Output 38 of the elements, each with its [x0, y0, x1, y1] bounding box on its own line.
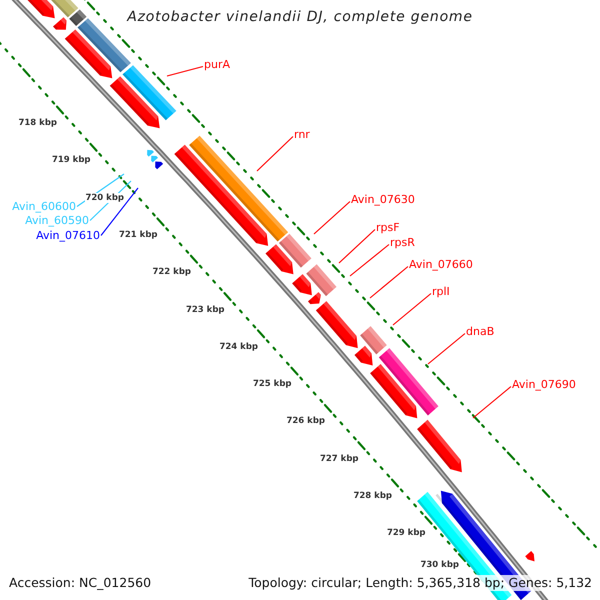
scale-label: 719 kbp: [52, 155, 90, 166]
scale-label: 718 kbp: [18, 118, 57, 128]
gene-label: Avin_07690: [512, 378, 576, 391]
scale-label: 726 kbp: [286, 416, 325, 426]
genome-summary-text: Topology: circular; Length: 5,365,318 bp; Genes: 5,132: [246, 575, 594, 591]
leader-line: [166, 66, 204, 77]
gene-label: rpsF: [376, 221, 400, 234]
leader-line: [350, 244, 390, 276]
leader-line: [428, 333, 466, 364]
gene-label: Avin_07630: [351, 193, 415, 206]
scale-label: 724 kbp: [219, 342, 258, 352]
gene-label: dnaB: [466, 325, 494, 338]
scale-label: 725 kbp: [252, 379, 292, 390]
scale-label: 729 kbp: [386, 528, 426, 538]
gene-label: rplI: [432, 285, 450, 298]
leader-line: [100, 188, 138, 236]
leader-line: [338, 229, 376, 264]
scale-label: 721 kbp: [118, 230, 158, 240]
scale-label: 728 kbp: [353, 491, 392, 501]
gene-label: Avin_60590: [25, 214, 89, 227]
gene-label: rnr: [294, 128, 310, 141]
leader-line: [256, 136, 294, 172]
leader-line: [314, 201, 350, 234]
scale-label: 723 kbp: [186, 304, 224, 314]
accession-text: Accession: NC_012560: [7, 575, 154, 591]
leader-line: [370, 266, 408, 298]
map-title: Azotobacter vinelandii DJ, complete genome: [127, 9, 473, 25]
leader-line: [472, 386, 512, 418]
scale-label: 722 kbp: [152, 267, 191, 278]
scale-label: 727 kbp: [320, 454, 358, 464]
scale-label: 720 kbp: [85, 192, 124, 203]
gene-label: Avin_07660: [409, 258, 473, 271]
gene-label: rpsR: [390, 236, 415, 249]
gene-label: purA: [204, 58, 230, 71]
scale-label: 730 kbp: [420, 560, 459, 570]
leader-line: [392, 293, 432, 326]
gene-label: Avin_60600: [12, 200, 76, 213]
gene-label: Avin_07610: [36, 229, 100, 242]
